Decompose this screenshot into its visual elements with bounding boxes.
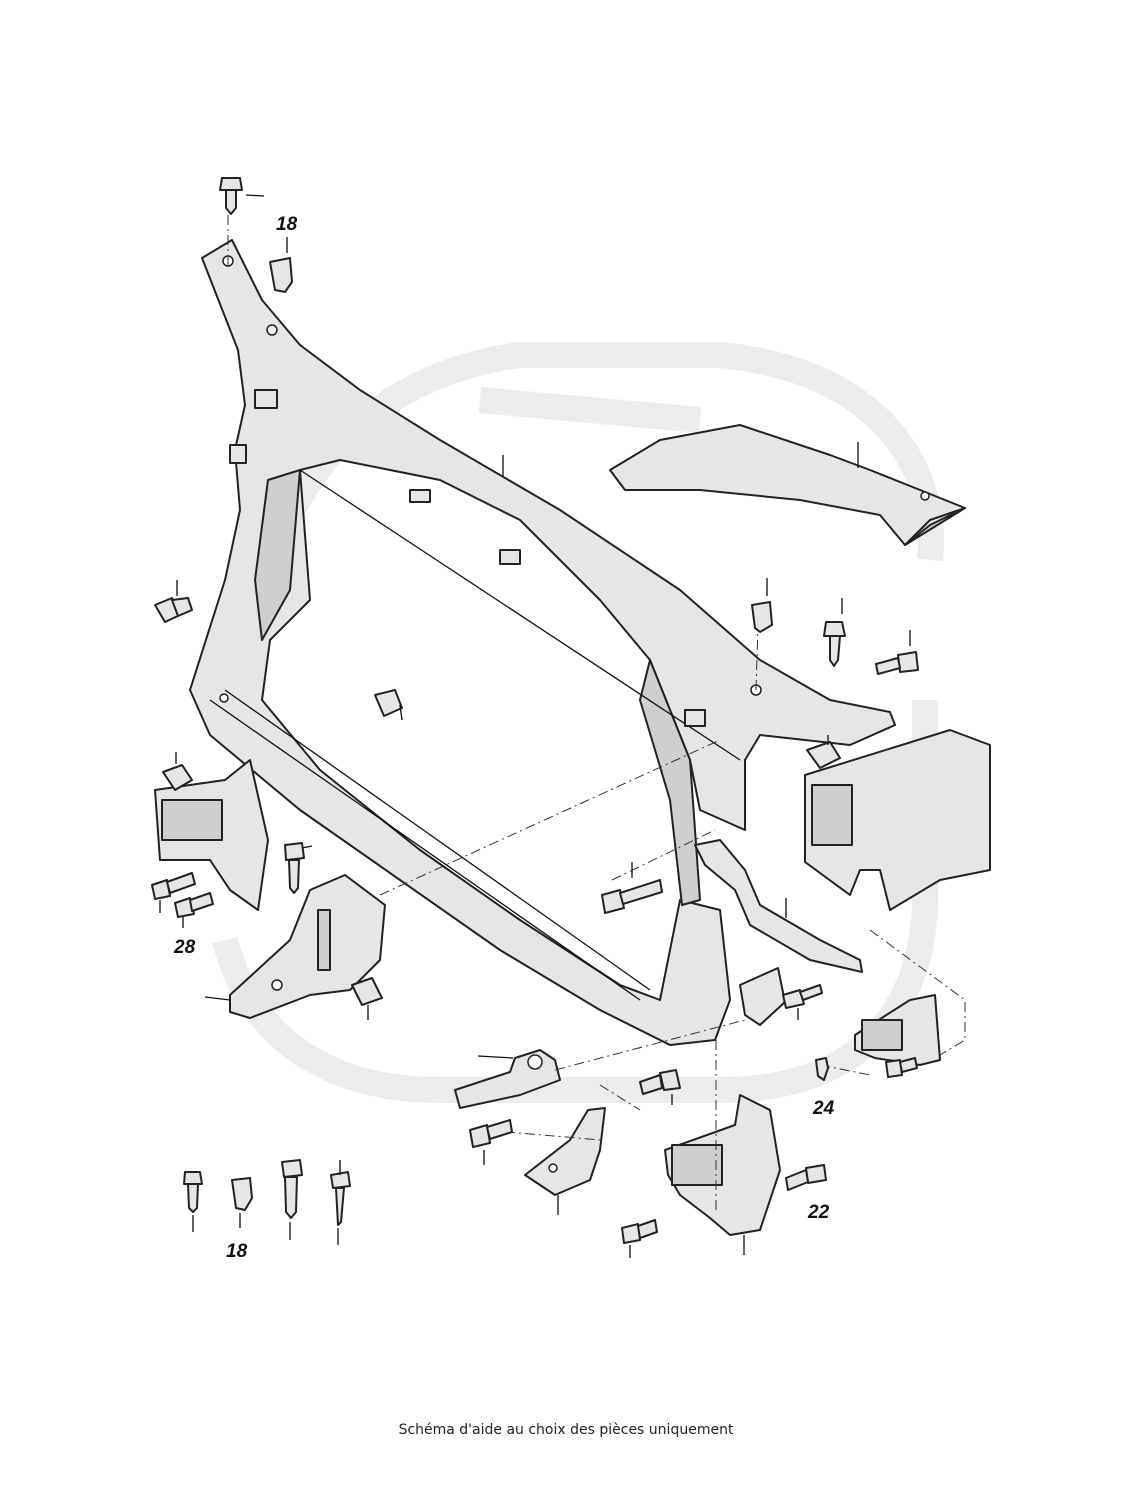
bolt-left-28-upper: [151, 872, 196, 913]
bolt-right-top: [823, 598, 846, 667]
bolt-right-horizontal: [875, 630, 919, 675]
assembly-dash-lines: [227, 210, 966, 1210]
hood-lock-stand: [454, 1049, 561, 1109]
right-longitudinal: [804, 729, 991, 911]
callout-22: 22: [807, 1202, 830, 1223]
screw-24: [815, 1057, 829, 1081]
rivet-nut-loose: [231, 1177, 253, 1228]
screw-right-bracket: [782, 984, 823, 1020]
small-angle-bracket: [739, 967, 786, 1026]
bolt-top: [219, 177, 265, 215]
bolt-center-flange: [601, 862, 663, 914]
bolt-crash-box: [885, 1057, 918, 1078]
cage-nut-left-bracket: [351, 977, 383, 1020]
rivet-nut-top: [269, 237, 293, 293]
callout-18-top: 18: [276, 214, 298, 235]
right-small-crash-box: [854, 994, 941, 1066]
upper-air-guide: [609, 424, 966, 546]
callout-28: 28: [173, 937, 196, 958]
right-bracket-strip: [694, 839, 863, 973]
callout-24: 24: [812, 1098, 835, 1119]
rivet-nut-right-top: [751, 578, 773, 633]
clip-nut-left: [374, 689, 403, 721]
left-crash-bracket: [154, 759, 269, 911]
blind-rivet-loose: [330, 1160, 351, 1245]
bolt-loose-1: [183, 1171, 203, 1232]
bolt-bottom-left: [469, 1119, 513, 1165]
rivet-nut-left: [154, 580, 193, 623]
bolt-22: [785, 1164, 827, 1191]
bolt-bottom-crash: [621, 1219, 658, 1258]
callout-18-bottom: 18: [226, 1241, 248, 1262]
cage-nut-right: [806, 735, 841, 769]
bolt-left-vertical: [284, 842, 313, 894]
left-lock-bracket: [204, 874, 386, 1019]
clip-nut-left-lower: [162, 752, 193, 791]
bolt-loose-2: [281, 1159, 303, 1240]
lower-right-crash-bracket: [664, 1094, 781, 1255]
radiator-support-frame: [189, 239, 896, 1046]
diagram-caption: Schéma d'aide au choix des pièces unique…: [398, 1422, 734, 1438]
bolt-bottom-center: [639, 1069, 681, 1105]
lower-mount-bracket: [524, 1107, 606, 1215]
bolt-left-28-lower: [174, 892, 214, 928]
